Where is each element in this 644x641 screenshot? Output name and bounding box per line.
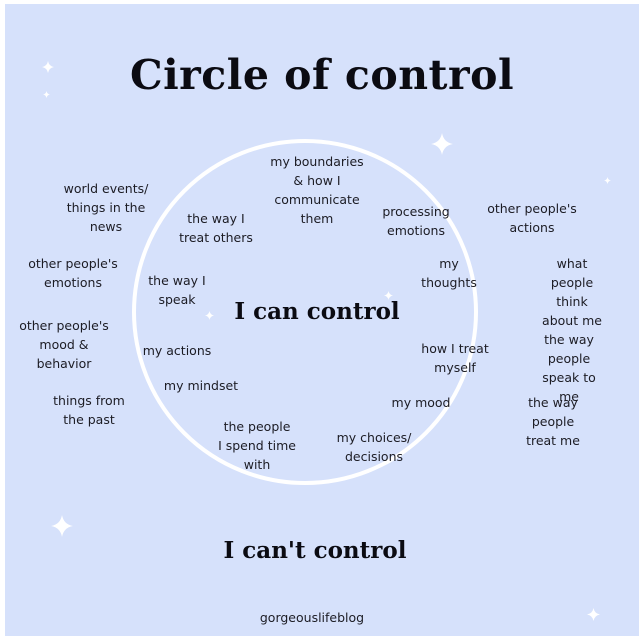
inner-item-mindset: my mindset [163, 378, 239, 393]
inner-item-boundaries: my boundaries & how I communicate them [270, 154, 364, 226]
control-circle [132, 139, 478, 485]
inner-item-actions: my actions [142, 343, 212, 358]
outer-item-what-people-think: what people think about me [542, 256, 602, 328]
infographic-card: Circle of control my boundaries & how I … [5, 4, 639, 636]
outer-item-others-emotions: other people's emotions [28, 256, 118, 290]
outer-item-others-actions: other people's actions [487, 201, 577, 235]
sparkle-icon [604, 177, 611, 184]
sparkle-icon [42, 61, 54, 73]
sparkle-icon [587, 608, 600, 621]
inner-item-treat-others: the way I treat others [179, 211, 253, 245]
sparkle-icon [43, 91, 50, 98]
can-control-label: I can control [234, 298, 400, 325]
inner-item-people: the people I spend time with [218, 419, 296, 472]
outer-item-past: things from the past [53, 393, 125, 427]
outer-item-treat-me: the way people treat me [526, 395, 580, 448]
inner-item-thoughts: my thoughts [421, 256, 477, 290]
inner-item-treat-myself: how I treat myself [421, 341, 489, 375]
sparkle-icon [51, 515, 73, 537]
inner-item-processing-emotions: processing emotions [382, 204, 450, 238]
outer-item-world-events: world events/ things in the news [63, 181, 149, 234]
sparkle-icon [384, 291, 393, 300]
footer-credit: gorgeouslifeblog [259, 610, 365, 625]
sparkle-icon [431, 133, 453, 155]
sparkle-icon [205, 311, 214, 320]
outer-item-mood-behavior: other people's mood & behavior [19, 318, 109, 371]
inner-item-mood: my mood [391, 395, 451, 410]
cant-control-label: I can't control [223, 537, 407, 564]
inner-item-speak: the way I speak [148, 273, 206, 307]
outer-item-speak-to-me: the way people speak to me [542, 332, 596, 404]
page-title: Circle of control [129, 51, 515, 99]
inner-item-choices: my choices/ decisions [336, 430, 412, 464]
